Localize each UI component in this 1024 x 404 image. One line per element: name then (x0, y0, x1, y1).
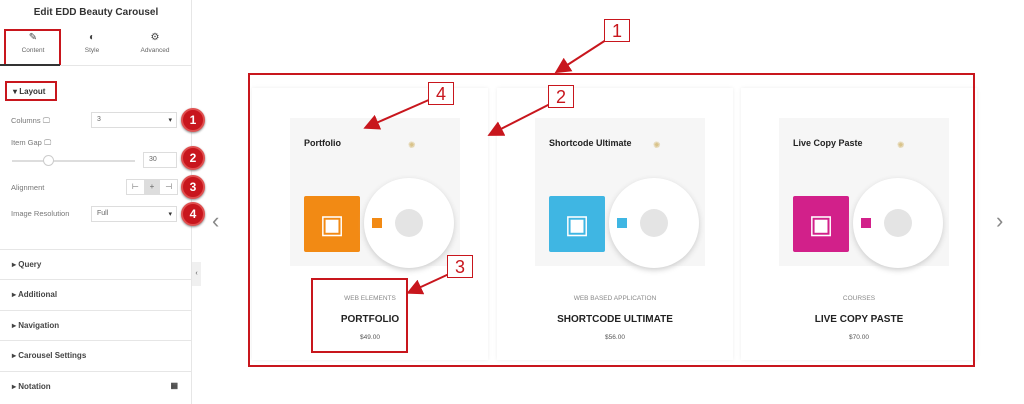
disc-hole (884, 209, 912, 237)
badge-icon: ✺ (653, 140, 661, 150)
section-additional[interactable]: ▸ Additional (0, 279, 192, 309)
box-title: Live Copy Paste (793, 138, 863, 148)
section-query[interactable]: ▸ Query (0, 249, 192, 279)
product-category: WEB ELEMENTS (344, 295, 396, 302)
align-left-icon[interactable]: ⊢ (131, 182, 139, 191)
product-logo-icon: ▣ (793, 196, 849, 252)
product-image[interactable]: Live Copy Paste ✺ ▣ (779, 118, 949, 268)
product-image[interactable]: Portfolio ✺ ▣ (290, 118, 460, 268)
tab-label: Style (84, 47, 100, 54)
annotation-4: 4 (428, 82, 454, 105)
badge-icon: ✺ (408, 140, 416, 150)
disc-logo (861, 218, 871, 228)
desktop-icon: 🖵 (42, 116, 50, 125)
product-card[interactable]: Portfolio ✺ ▣ WEB ELEMENTS PORTFOLIO $49… (252, 88, 488, 360)
columns-label: Columns 🖵 (11, 116, 50, 126)
active-tab-indicator (0, 64, 60, 66)
annotation-3: 3 (447, 255, 473, 278)
section-label: Notation (18, 382, 51, 391)
product-category: COURSES (842, 295, 876, 302)
disc-icon (364, 178, 454, 268)
annotation-1: 1 (604, 19, 630, 42)
pencil-icon: ✎ (28, 32, 38, 43)
box-title: Shortcode Ultimate (549, 138, 632, 148)
image-resolution-select[interactable]: Full (91, 206, 177, 222)
section-layout[interactable]: ▾ Layout (5, 81, 57, 101)
product-name[interactable]: SHORTCODE ULTIMATE (557, 314, 673, 325)
annotation-2: 2 (548, 85, 574, 108)
item-gap-input[interactable]: 30 (143, 152, 177, 168)
notes-icon: ▦ (170, 381, 178, 390)
section-label: Carousel Settings (18, 351, 87, 360)
columns-select[interactable]: 3 (91, 112, 177, 128)
arrow-3 (406, 273, 450, 295)
product-card[interactable]: Live Copy Paste ✺ ▣ COURSES LIVE COPY PA… (741, 88, 977, 360)
product-category: WEB BASED APPLICATION (573, 295, 657, 302)
tab-content[interactable]: ✎ Content (3, 32, 63, 54)
marker-4: 4 (181, 202, 205, 226)
divider (0, 65, 192, 66)
tab-style[interactable]: ◐ Style (62, 32, 122, 54)
label-text: Item Gap (11, 138, 42, 147)
tab-advanced[interactable]: ⚙ Advanced (125, 32, 185, 54)
arrow-4 (363, 98, 432, 130)
desktop-icon: 🖵 (43, 138, 52, 147)
disc-icon (609, 178, 699, 268)
image-resolution-label: Image Resolution (11, 209, 70, 218)
section-label: Additional (17, 290, 58, 299)
product-price: $56.00 (605, 334, 625, 341)
align-center-icon[interactable]: + (143, 180, 161, 194)
editor-panel: Edit EDD Beauty Carousel ✎ Content ◐ Style… (0, 0, 192, 404)
product-name[interactable]: LIVE COPY PASTE (814, 314, 904, 325)
panel-title: Edit EDD Beauty Carousel (33, 7, 159, 18)
arrow-2 (487, 103, 551, 136)
disc-hole (395, 209, 423, 237)
product-image[interactable]: Shortcode Ultimate ✺ ▣ (535, 118, 705, 268)
disc-logo (617, 218, 627, 228)
contrast-icon: ◐ (88, 32, 96, 43)
marker-1: 1 (181, 108, 205, 132)
section-carousel-settings[interactable]: ▸ Carousel Settings (0, 340, 192, 370)
product-logo-icon: ▣ (304, 196, 360, 252)
section-label: Layout (19, 87, 46, 96)
tab-label: Content (21, 47, 45, 54)
item-gap-label: Item Gap 🖵 (11, 138, 51, 148)
product-price: $70.00 (849, 334, 869, 341)
product-card[interactable]: Shortcode Ultimate ✺ ▣ WEB BASED APPLICA… (497, 88, 733, 360)
align-right-icon[interactable]: ⊣ (165, 182, 173, 191)
disc-icon (853, 178, 943, 268)
slider-handle[interactable] (43, 155, 54, 166)
carousel-prev-arrow[interactable]: ‹ (212, 208, 220, 233)
disc-hole (640, 209, 668, 237)
marker-2: 2 (181, 146, 205, 170)
carousel-next-arrow[interactable]: › (996, 208, 1004, 233)
collapse-panel-handle[interactable]: ‹ (192, 262, 201, 286)
disc-logo (372, 218, 382, 228)
section-notation[interactable]: ▸ Notation▦ (0, 371, 192, 401)
alignment-label: Alignment (11, 183, 45, 192)
product-info-highlight (311, 278, 408, 353)
gear-icon: ⚙ (150, 32, 160, 43)
tab-label: Advanced (140, 47, 170, 54)
section-label: Navigation (18, 321, 60, 330)
section-navigation[interactable]: ▸ Navigation (0, 310, 192, 340)
product-name[interactable]: PORTFOLIO (340, 314, 400, 325)
label-text: Columns (11, 116, 41, 125)
alignment-control: ⊢ + ⊣ (126, 179, 178, 195)
product-logo-icon: ▣ (549, 196, 605, 252)
section-label: Query (18, 260, 42, 269)
item-gap-slider[interactable] (12, 160, 135, 162)
marker-3: 3 (181, 175, 205, 199)
carousel-highlight (248, 73, 975, 367)
box-title: Portfolio (304, 138, 341, 148)
badge-icon: ✺ (897, 140, 905, 150)
arrow-1 (554, 39, 607, 74)
product-price: $49.00 (360, 334, 380, 341)
